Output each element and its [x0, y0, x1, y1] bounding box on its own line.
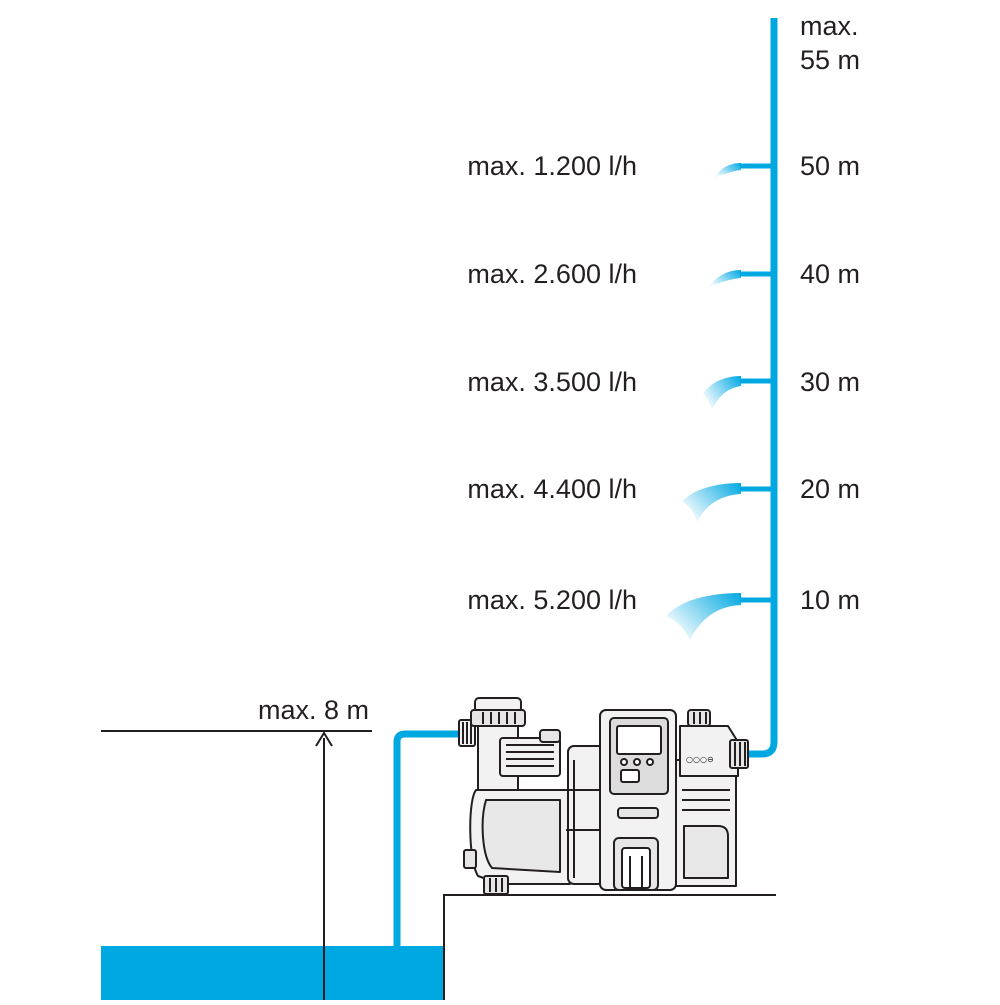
water-spray	[714, 163, 741, 178]
pump-panel-symbol: ○○○⊖	[686, 755, 714, 764]
outlet-20m	[682, 483, 774, 522]
head-label-40m: 40 m	[800, 259, 861, 289]
water-spray	[703, 376, 741, 410]
water-spray	[666, 593, 741, 640]
water-spray	[708, 270, 741, 288]
head-label-50m: 50 m	[800, 151, 861, 181]
head-label-30m: 30 m	[800, 367, 861, 397]
head-label-20m: 20 m	[800, 474, 861, 504]
pump-platform	[443, 894, 776, 1000]
pump-icon	[458, 697, 749, 895]
water-spray	[682, 483, 741, 522]
discharge-pipe	[748, 18, 778, 758]
suction-hose	[393, 730, 460, 946]
flow-label-40m: max. 2.600 l/h	[467, 259, 637, 289]
flow-label-50m: max. 1.200 l/h	[467, 151, 637, 181]
flow-label-30m: max. 3.500 l/h	[467, 367, 637, 397]
max-head-label: max. 55 m	[800, 11, 861, 75]
suction-height-label: max. 8 m	[258, 695, 370, 725]
outlet-30m	[703, 376, 774, 410]
outlet-40m	[708, 270, 774, 288]
outlet-10m	[666, 593, 774, 640]
outlet-50m	[714, 163, 774, 178]
arrow-head-icon	[315, 731, 333, 747]
flow-label-10m: max. 5.200 l/h	[467, 585, 637, 615]
head-label-10m: 10 m	[800, 585, 861, 615]
flow-label-20m: max. 4.400 l/h	[467, 474, 637, 504]
water-reservoir	[101, 946, 444, 1000]
